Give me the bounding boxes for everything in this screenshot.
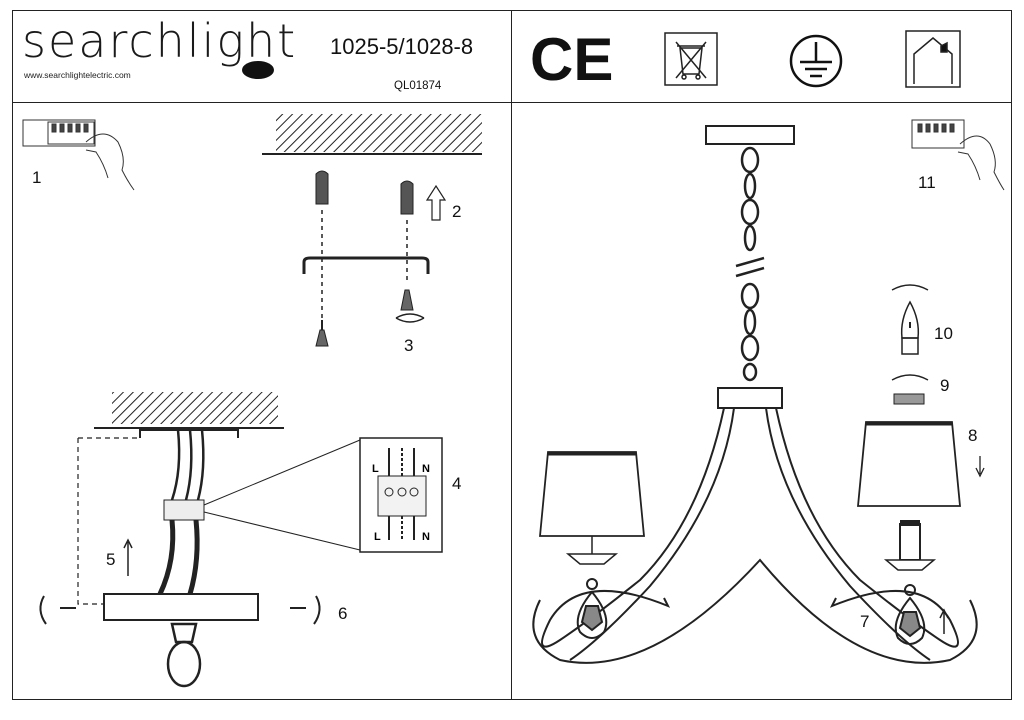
- rotate-arrow-ring-icon: [891, 374, 929, 381]
- step-3-label: 3: [404, 336, 414, 355]
- mounting-bracket: [302, 256, 430, 274]
- shade-ring: [893, 393, 925, 405]
- step-10-label: 10: [934, 324, 953, 343]
- ceiling-canopy: [705, 125, 795, 145]
- wire-label-live-top: L: [372, 463, 379, 475]
- crystal-drop-right: [894, 584, 926, 645]
- candle-bulb-icon: [900, 300, 920, 355]
- bracket-bottom: [139, 429, 239, 438]
- step-8-label: 8: [968, 426, 978, 445]
- step-2-label: 2: [452, 202, 462, 221]
- ce-mark-icon: CE: [530, 26, 613, 93]
- svg-text:CE: CE: [530, 26, 613, 93]
- ceiling-hatch-bottom: [112, 392, 278, 424]
- step-9-label: 9: [940, 376, 950, 395]
- step-11-label: 11: [918, 173, 936, 192]
- chandelier-arms: [532, 407, 978, 664]
- wire-label-live-bottom: L: [374, 531, 381, 543]
- wall-plug-right: [400, 180, 414, 215]
- terminal-block: [163, 499, 205, 521]
- screw-right: [400, 289, 414, 311]
- lamp-shade-right: [857, 421, 961, 507]
- bulb-holder-right: [899, 523, 921, 561]
- header-divider: [12, 102, 1012, 103]
- canopy-chain-link: [166, 622, 202, 688]
- wire-label-neutral-bottom: N: [422, 531, 430, 543]
- up-arrow-icon: [425, 184, 447, 221]
- rotate-arrow-icon: [395, 313, 425, 323]
- canopy-plate: [103, 593, 259, 621]
- model-number: 1025-5/1028-8: [330, 34, 474, 59]
- suspension-chain: [735, 146, 765, 382]
- mains-cables: [170, 429, 205, 501]
- ceiling-hatch-top: [276, 114, 482, 152]
- lamp-shade-left: [539, 451, 645, 537]
- step-7-label: 7: [860, 612, 870, 631]
- brand-logo: searchlight: [22, 14, 298, 68]
- connector-hand-icon: [22, 119, 135, 191]
- up-arrow-right-icon: [939, 608, 949, 634]
- side-screw-left: [39, 595, 76, 625]
- side-screw-right: [290, 595, 321, 625]
- website-url: www.searchlightelectric.com: [24, 70, 131, 80]
- step-5-label: 5: [106, 550, 116, 569]
- candle-cup-right: [883, 559, 937, 571]
- screw-left: [315, 320, 329, 347]
- rotate-arrow-bulb-icon: [891, 284, 929, 291]
- fixture-hub: [717, 387, 783, 409]
- dashed-guide: [77, 438, 104, 605]
- earth-ground-icon: [789, 34, 843, 88]
- connector-hand-icon-right: [911, 119, 1005, 191]
- indoor-use-icon: [905, 30, 961, 88]
- step-4-label: 4: [452, 474, 462, 493]
- instruction-frame: [12, 10, 1012, 700]
- logo-dot: [242, 61, 274, 79]
- wire-label-neutral-top: N: [422, 463, 430, 475]
- candle-cup-left: [565, 553, 619, 565]
- canopy-cables: [157, 519, 200, 596]
- weee-bin-icon: [664, 32, 718, 86]
- step-1-label: 1: [32, 168, 42, 187]
- panel-divider: [511, 10, 512, 700]
- product-code: QL01874: [394, 80, 442, 92]
- wall-plug-left: [315, 170, 329, 205]
- down-arrow-icon: [975, 456, 985, 478]
- terminal-detail: [377, 448, 427, 540]
- crystal-drop-left: [576, 578, 608, 639]
- step-6-label: 6: [338, 604, 348, 623]
